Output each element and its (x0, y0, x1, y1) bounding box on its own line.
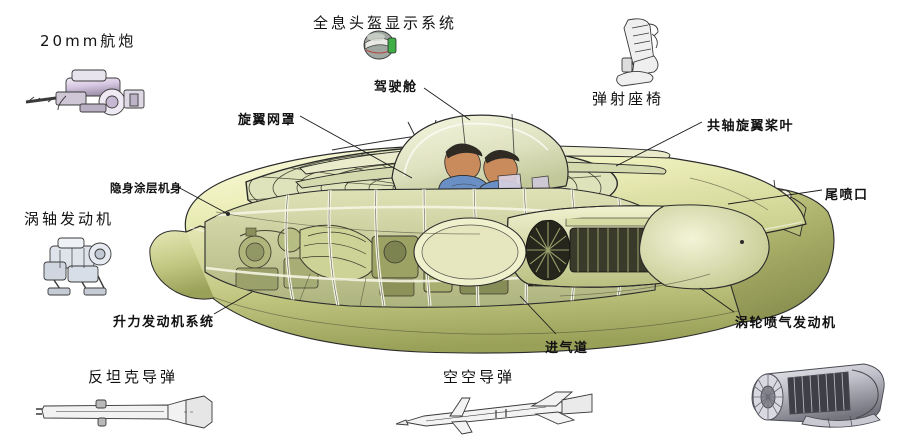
leader-rotor-mesh (299, 115, 413, 179)
leader-lines (175, 87, 823, 335)
hull-panel-lines (215, 177, 769, 307)
leader-turbojet (699, 287, 735, 313)
label-turbojet-engine: 涡轮喷气发动机 (735, 316, 837, 331)
hull-underside-crease (209, 295, 761, 335)
leader-cockpit (423, 87, 471, 121)
label-turboshaft-engine: 涡轴发动机 (24, 210, 115, 228)
20mm-autocannon-icon (25, 69, 145, 116)
label-tail-nozzle: 尾喷口 (825, 188, 869, 203)
label-rotor-mesh-shroud: 旋翼网罩 (238, 113, 297, 128)
label-coaxial-rotor-blades: 共轴旋翼桨叶 (707, 119, 795, 134)
label-air-intake: 进气道 (545, 341, 589, 356)
label-stealth-coating-fuselage: 隐身涂层机身 (110, 181, 182, 195)
label-lift-engine-system: 升力发动机系统 (113, 315, 215, 330)
canopy-highlight (403, 122, 549, 177)
turbojet-engine-cutaway-icon (751, 363, 885, 429)
leader-lift-engine (213, 291, 253, 315)
intake-leader-dot (740, 240, 744, 244)
label-cockpit: 驾驶舱 (374, 80, 418, 95)
nose-lobe-left (149, 230, 215, 300)
turboshaft-engine-icon (43, 237, 112, 296)
anti-tank-missile-icon (36, 395, 213, 429)
leader-coax-rotor (615, 121, 703, 167)
air-to-air-missile-icon (396, 391, 593, 435)
label-air-to-air-missile: 空空导弹 (443, 368, 516, 386)
leader-tail-nozzle (727, 189, 823, 205)
label-20mm-cannon: 20mm航炮 (40, 32, 137, 50)
leader-air-intake (519, 295, 557, 335)
label-ejection-seat: 弹射座椅 (592, 90, 665, 108)
label-holographic-hmd: 全息头盔显示系统 (313, 14, 458, 32)
left-intake-oval-inner (421, 224, 519, 280)
holographic-helmet-icon (363, 30, 397, 60)
label-anti-tank-missile: 反坦克导弹 (88, 368, 179, 386)
ejection-seat-icon (616, 18, 659, 87)
leader-stealth-skin (175, 185, 229, 215)
air-intake-duct (638, 204, 770, 290)
